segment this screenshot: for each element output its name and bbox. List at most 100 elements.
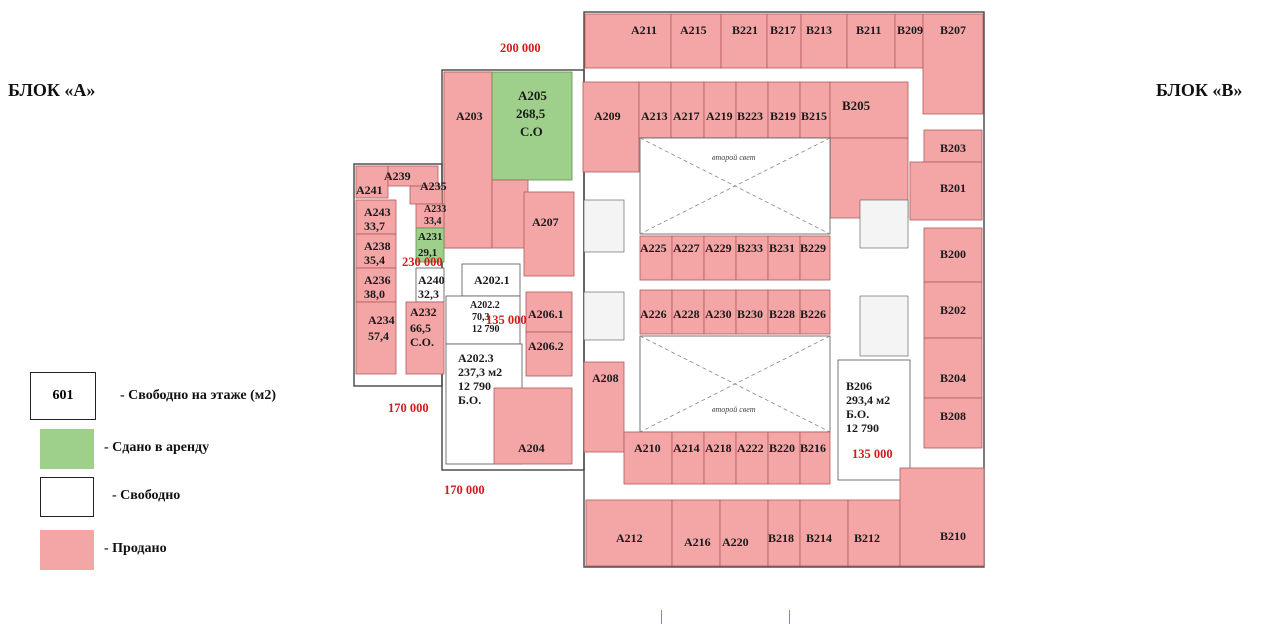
unit-b203[interactable] [923,129,983,163]
label-a236: A236 [364,273,391,287]
unit-a206-1[interactable] [525,291,573,333]
unit-a218[interactable] [703,431,737,485]
label-b226: B226 [800,307,826,321]
unit-a225[interactable] [639,235,673,281]
unit-a220[interactable] [719,499,769,567]
legend-free-floor-label: - Свободно на этаже (м2) [120,388,277,403]
unit-a207[interactable] [523,191,575,277]
unit-a236[interactable] [355,267,397,303]
legend-rented-label: - Сдано в аренду [104,440,210,455]
unit-a229[interactable] [703,235,737,281]
unit-a202-1[interactable] [461,263,521,297]
label-a229: A229 [705,241,732,255]
unit-b233[interactable] [735,235,769,281]
unit-a203-south[interactable] [491,179,529,249]
unit-b202[interactable] [923,281,983,339]
unit-b231[interactable] [767,235,801,281]
unit-b220[interactable] [767,431,801,485]
label-a220: A220 [722,535,749,549]
unit-b201[interactable] [909,161,983,221]
label-a210: A210 [634,441,661,455]
price-a202-2: 135 000 [486,313,527,327]
unit-a204[interactable] [493,387,573,465]
stair-core-a2 [583,291,625,341]
unit-a234[interactable] [355,301,397,375]
unit-b230[interactable] [735,289,769,335]
unit-a219[interactable] [703,81,737,139]
unit-a208[interactable] [583,361,625,453]
label-a241: A241 [356,183,383,197]
unit-b207[interactable] [922,13,984,115]
label-b206: B206 [846,379,872,393]
block-a-title: БЛОК «А» [8,80,96,100]
unit-a226[interactable] [639,289,673,335]
label-a202-3: A202.3 [458,351,494,365]
price-a204: 170 000 [444,483,485,497]
unit-a230[interactable] [703,289,737,335]
label-b207: B207 [940,23,966,37]
unit-b215[interactable] [799,81,831,139]
unit-b223[interactable] [735,81,769,139]
unit-b204[interactable] [923,337,983,399]
label-a202-2-area: 70,3 [472,312,490,323]
unit-a211[interactable] [584,13,672,69]
unit-a232[interactable] [405,301,445,375]
unit-b205[interactable] [829,81,909,139]
unit-b210[interactable] [899,467,985,567]
unit-a216[interactable] [671,499,721,567]
unit-b213[interactable] [800,13,848,69]
label-b211: B211 [856,23,881,37]
label-a205-area: 268,5 [516,106,546,121]
label-a214: A214 [673,441,700,455]
unit-b206[interactable] [837,359,911,481]
label-a234-area: 57,4 [368,329,389,343]
unit-a231[interactable] [415,227,445,263]
unit-b218[interactable] [767,499,801,567]
unit-b211[interactable] [846,13,896,69]
legend-sold-swatch [40,530,94,570]
label-b206-price: 12 790 [846,421,879,435]
unit-a210[interactable] [623,431,673,485]
atrium-lower-label: второй свет [712,405,756,414]
unit-a243[interactable] [355,199,397,235]
label-b214: B214 [806,531,832,545]
unit-a228[interactable] [671,289,705,335]
unit-b200[interactable] [923,227,983,283]
unit-b219[interactable] [767,81,801,139]
atrium-upper-label: второй свет [712,153,756,162]
unit-a222[interactable] [735,431,769,485]
label-b206-status: Б.О. [846,407,869,421]
label-a207: A207 [532,215,559,229]
unit-b229[interactable] [799,235,831,281]
label-a240: A240 [418,273,445,287]
divider-tick-left [661,610,662,624]
unit-a202-2[interactable] [445,295,521,345]
unit-a203[interactable] [443,71,493,249]
unit-a217[interactable] [670,81,705,139]
label-b218: B218 [768,531,794,545]
unit-a241[interactable] [355,165,389,199]
label-a231: A231 [418,231,442,243]
unit-b226[interactable] [799,289,831,335]
label-a213: A213 [641,109,668,123]
label-a233-area: 33,4 [424,216,442,227]
unit-a205[interactable] [491,71,573,181]
label-a233: A233 [424,204,446,215]
unit-b217[interactable] [766,13,802,69]
label-a239: A239 [384,169,411,183]
label-a206-2: A206.2 [528,339,564,353]
label-b223: B223 [737,109,763,123]
label-a240-area: 32,3 [418,287,439,301]
unit-b216[interactable] [799,431,831,485]
unit-a206-2[interactable] [525,331,573,377]
unit-b209[interactable] [894,13,924,69]
unit-b208[interactable] [923,397,983,449]
unit-a214[interactable] [671,431,705,485]
price-a231: 230 000 [402,255,443,269]
label-b228: B228 [769,307,795,321]
unit-a227[interactable] [671,235,705,281]
unit-a209[interactable] [582,81,640,173]
label-a209: A209 [594,109,621,123]
label-a226: A226 [640,307,667,321]
unit-b228[interactable] [767,289,801,335]
